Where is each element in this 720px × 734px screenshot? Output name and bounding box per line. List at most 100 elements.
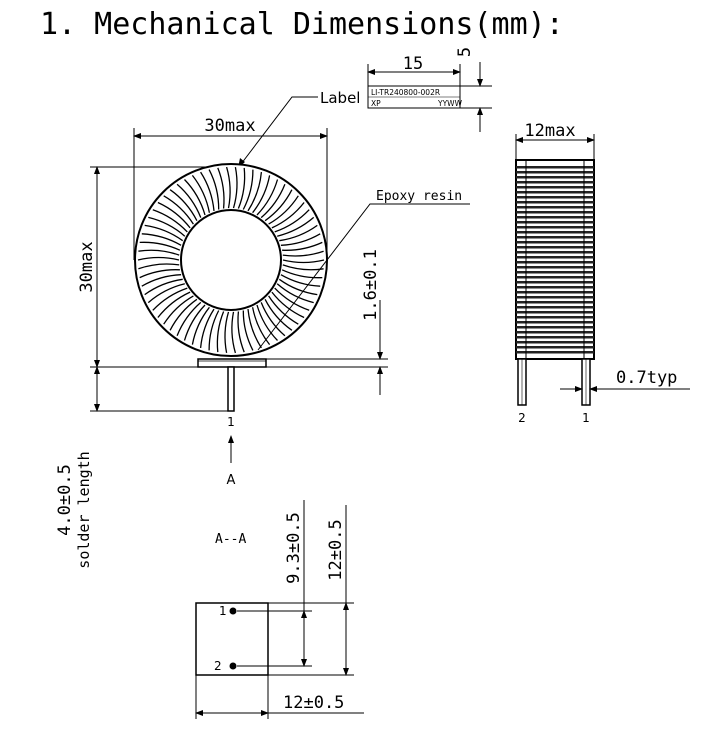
toroid-inner-edge <box>180 209 282 311</box>
pin-diameter-dimension: 0.7typ <box>616 368 677 388</box>
side-winding-stripe <box>516 331 594 334</box>
winding-turn <box>144 278 183 296</box>
winding-turn <box>139 241 181 251</box>
winding-turn <box>208 169 220 210</box>
side-winding-stripe <box>516 286 594 289</box>
winding-turn <box>163 195 194 225</box>
side-winding-stripe <box>516 216 594 219</box>
winding-turn <box>183 304 206 341</box>
side-winding-stripe <box>516 231 594 234</box>
winding-turn <box>247 172 263 212</box>
winding-turn <box>237 311 245 353</box>
epoxy-label: Epoxy resin <box>376 189 462 204</box>
winding-turn <box>277 216 315 237</box>
side-pin-2-number: 2 <box>518 411 526 425</box>
winding-turn <box>251 307 271 346</box>
side-winding-stripe <box>516 246 594 249</box>
winding-turn <box>199 308 215 348</box>
winding-turn <box>282 250 324 257</box>
section-title: A--A <box>215 532 246 547</box>
winding-turn <box>169 189 198 221</box>
winding-turn <box>147 283 185 304</box>
winding-turn <box>163 295 194 325</box>
side-winding-stripe <box>516 241 594 244</box>
side-winding-stripe <box>516 271 594 274</box>
base-height-dimension: 1.6±0.1 <box>361 249 381 321</box>
side-winding-stripe <box>516 201 594 204</box>
footprint-width-dimension: 12±0.5 <box>283 693 344 713</box>
winding-turn <box>169 298 198 331</box>
label-callout-text: Label <box>320 89 360 107</box>
winding-turn <box>274 209 310 233</box>
winding-turn <box>256 304 278 341</box>
side-winding-stripe <box>516 281 594 284</box>
side-winding-stripe <box>516 176 594 179</box>
winding-turn <box>224 311 230 354</box>
section-pin-2-number: 2 <box>214 659 222 673</box>
front-width-dimension: 30max <box>204 116 255 136</box>
winding-turn <box>271 202 305 229</box>
winding-turn <box>274 287 310 311</box>
winding-turn <box>237 167 246 209</box>
front-view: 30max 30max Epoxy resin 1 A 1.6±0.1 4 <box>55 116 470 569</box>
winding-turn <box>282 241 323 251</box>
winding-turn <box>137 256 180 261</box>
solder-dimension: 4.0±0.5 <box>55 464 75 536</box>
label-height-dimension: 5 <box>455 47 475 57</box>
side-winding-stripe <box>516 336 594 339</box>
side-winding-stripe <box>516 321 594 324</box>
winding-turn <box>191 306 210 345</box>
pin-pitch-dimension: 9.3±0.5 <box>284 512 304 584</box>
winding-turn <box>138 263 180 270</box>
side-body <box>515 159 595 360</box>
winding-turn <box>184 179 206 216</box>
winding-turn <box>268 295 299 325</box>
footprint-height-dimension: 12±0.5 <box>326 519 346 580</box>
winding-turn <box>276 283 314 304</box>
section-mark: A <box>227 473 236 488</box>
winding-turn <box>141 233 182 246</box>
section-pin-1-number: 1 <box>219 604 227 618</box>
winding-turn <box>264 299 293 331</box>
side-winding-stripe <box>516 226 594 229</box>
side-winding-stripe <box>516 206 594 209</box>
winding-turn <box>281 269 323 279</box>
epoxy-base <box>197 358 267 368</box>
winding-turn <box>282 259 325 264</box>
winding-turn <box>260 183 286 219</box>
label-line2-right: YYWW <box>437 99 463 108</box>
winding-turn <box>144 224 184 242</box>
winding-turn <box>242 169 254 210</box>
side-winding-stripe <box>516 266 594 269</box>
side-winding-stripe <box>516 166 594 169</box>
front-height-dimension: 30max <box>77 241 97 292</box>
side-winding-stripe <box>516 276 594 279</box>
solder-length-label: solder length <box>75 451 93 568</box>
winding-turn <box>152 209 188 233</box>
winding-turn <box>271 291 305 319</box>
side-winding-stripe <box>516 236 594 239</box>
side-winding-stripe <box>516 256 594 259</box>
label-line2-left: XP <box>371 99 381 108</box>
side-winding-stripe <box>516 341 594 344</box>
winding-turn <box>231 311 237 354</box>
winding-turn <box>242 310 254 351</box>
side-winding-stripe <box>516 296 594 299</box>
winding-turn <box>278 278 318 296</box>
side-winding-stripe <box>516 326 594 329</box>
winding-turn <box>138 249 180 256</box>
winding-turn <box>217 167 225 209</box>
side-winding-stripe <box>516 196 594 199</box>
epoxy-leader <box>257 203 470 351</box>
side-winding-stripe <box>516 251 594 254</box>
label-callout: Label <box>237 89 360 169</box>
front-pin-number: 1 <box>227 415 235 429</box>
winding-turn <box>225 166 231 209</box>
side-winding-stripe <box>516 291 594 294</box>
winding-turn <box>148 216 186 237</box>
winding-turn <box>280 233 321 246</box>
side-winding-stripe <box>516 351 594 354</box>
section-view: A--A 1 2 9.3±0.5 12±0.5 12±0.5 <box>195 500 364 719</box>
winding-turn <box>268 195 299 225</box>
